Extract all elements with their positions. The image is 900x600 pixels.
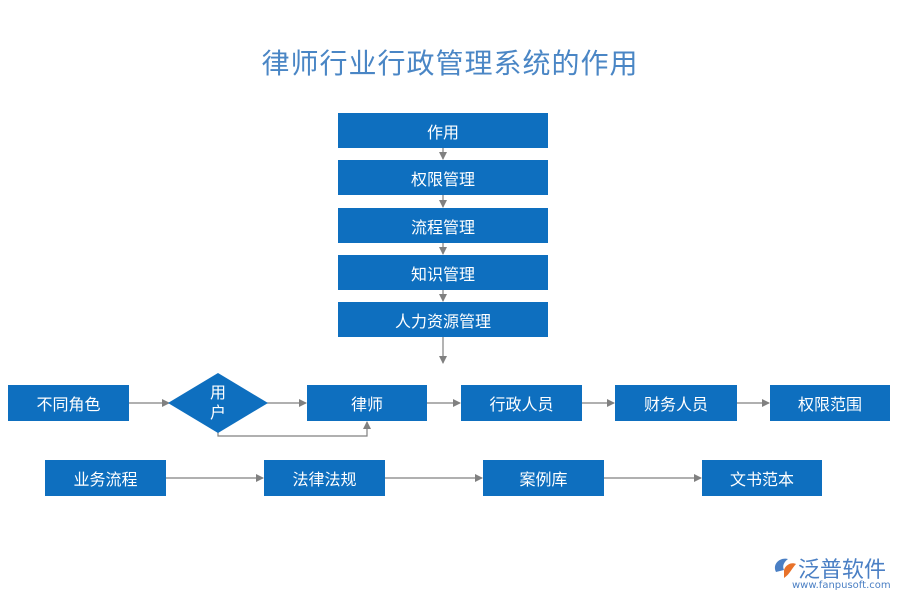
box-falv-fagui: 法律法规: [264, 460, 385, 496]
box-quanxian-guanli: 权限管理: [338, 160, 548, 195]
user-decision-diamond: [168, 373, 268, 433]
box-caiwu-renyuan: 财务人员: [615, 385, 737, 421]
box-butong-juese: 不同角色: [8, 385, 129, 421]
fanpu-logo: 泛普软件 www.fanpusoft.com: [770, 552, 894, 594]
logo-url: www.fanpusoft.com: [792, 580, 891, 591]
box-xingzheng-renyuan: 行政人员: [461, 385, 582, 421]
arrow-user-loop: [217, 421, 371, 437]
fanpu-logo-icon: [774, 558, 796, 578]
box-zhishi-guanli: 知识管理: [338, 255, 548, 290]
box-renli-ziyuan-guanli: 人力资源管理: [338, 302, 548, 337]
diamond-label-user: 用户: [209, 383, 226, 422]
page-title: 律师行业行政管理系统的作用: [261, 47, 639, 80]
logo-name: 泛普软件: [798, 558, 887, 583]
box-yewu-liucheng: 业务流程: [45, 460, 166, 496]
box-wenshu-fanben: 文书范本: [702, 460, 822, 496]
box-quanxian-fanwei: 权限范围: [770, 385, 890, 421]
box-liucheng-guanli: 流程管理: [338, 208, 548, 243]
box-anli-ku: 案例库: [483, 460, 604, 496]
box-lvshi: 律师: [307, 385, 427, 421]
box-zuoyong: 作用: [338, 113, 548, 148]
